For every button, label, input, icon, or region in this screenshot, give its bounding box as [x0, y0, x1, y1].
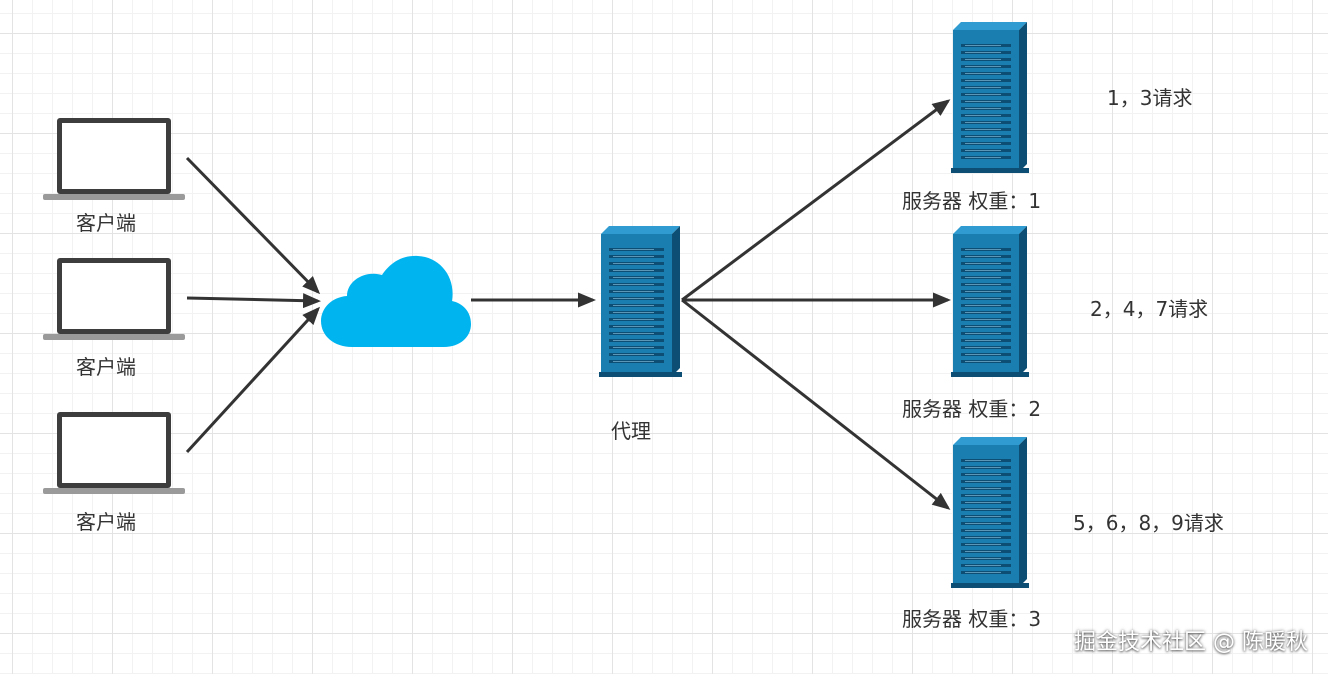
- client-label-2: 客户端: [76, 355, 136, 379]
- arrow-proxy-to-server3: [681, 298, 951, 510]
- server-icon: [951, 226, 1029, 377]
- proxy-label: 代理: [611, 419, 651, 443]
- client-laptop-3[interactable]: [43, 412, 185, 494]
- server-1[interactable]: [951, 22, 1029, 173]
- server-icon: [951, 22, 1029, 173]
- server-icon: [951, 437, 1029, 588]
- client-label-1: 客户端: [76, 211, 136, 235]
- proxy-server[interactable]: [599, 226, 682, 377]
- laptop-icon: [43, 118, 185, 200]
- server-3[interactable]: [951, 437, 1029, 588]
- laptop-icon: [43, 258, 185, 340]
- arrow-client1-to-cloud: [185, 156, 321, 295]
- arrow-client3-to-cloud: [185, 306, 321, 454]
- arrow-client2-to-cloud: [186, 293, 321, 309]
- server-label-3: 服务器 权重：3: [902, 607, 1042, 631]
- watermark: 掘金技术社区 @ 陈暖秋: [1074, 630, 1308, 655]
- cloud-icon: [321, 255, 471, 347]
- client-laptop-2[interactable]: [43, 258, 185, 340]
- client-label-3: 客户端: [76, 510, 136, 534]
- server-label-1: 服务器 权重：1: [902, 189, 1042, 213]
- cloud-network[interactable]: [321, 255, 471, 347]
- server-requests-2: 2，4，7请求: [1090, 297, 1209, 321]
- client-laptop-1[interactable]: [43, 118, 185, 200]
- server-requests-1: 1，3请求: [1107, 86, 1193, 110]
- server-2[interactable]: [951, 226, 1029, 377]
- laptop-icon: [43, 412, 185, 494]
- server-label-2: 服务器 权重：2: [902, 397, 1042, 421]
- arrows: [185, 99, 951, 510]
- server-icon: [599, 226, 682, 377]
- arrow-proxy-to-server1: [681, 99, 951, 302]
- server-requests-3: 5，6，8，9请求: [1073, 511, 1224, 535]
